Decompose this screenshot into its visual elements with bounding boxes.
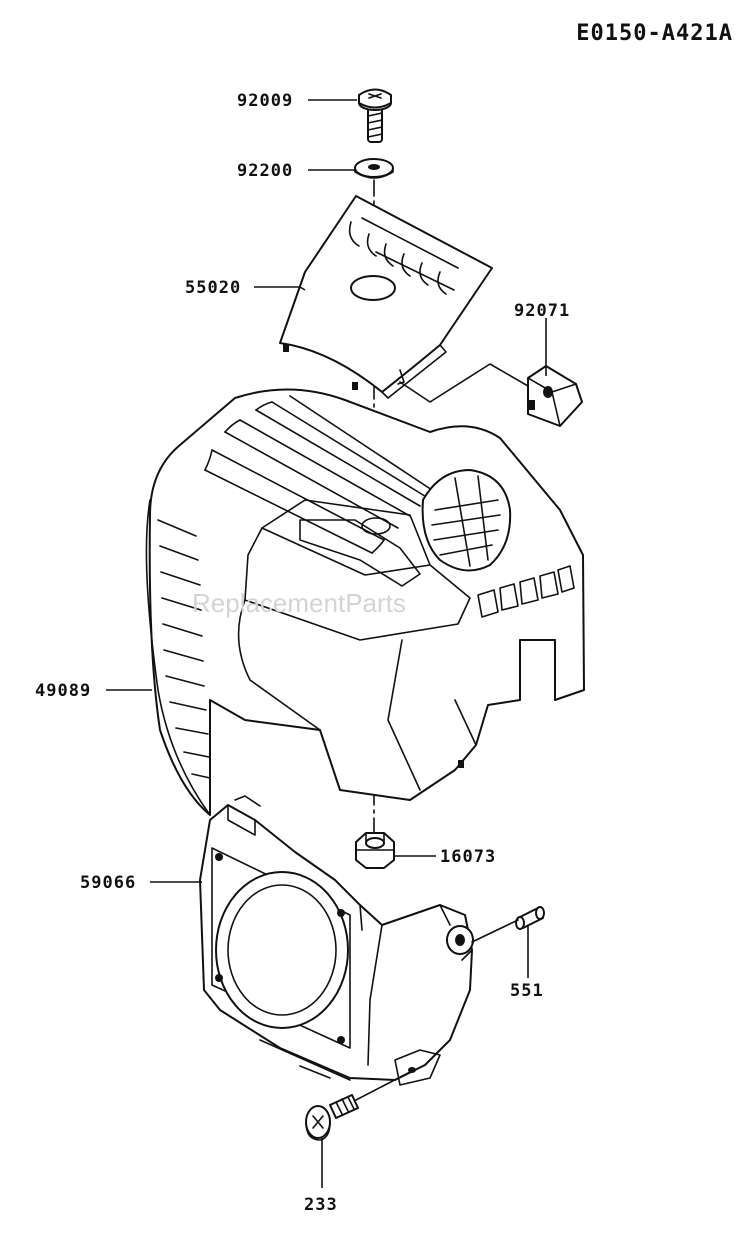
diagram-code: E0150-A421A [576,21,733,46]
pin-link-line [471,919,519,943]
part-label-92200[interactable]: 92200 [237,161,293,181]
part-label-55020[interactable]: 55020 [185,278,241,298]
clip-92071-drawing[interactable] [527,365,583,427]
part-label-59066[interactable]: 59066 [80,873,136,893]
bolt-233-drawing[interactable] [305,1094,359,1141]
clip-link-line [399,363,529,403]
bolt-92009-drawing[interactable] [358,88,392,143]
nut-16073-drawing[interactable] [355,832,395,869]
part-label-92009[interactable]: 92009 [237,91,293,111]
part-label-16073[interactable]: 16073 [440,847,496,867]
part-label-233[interactable]: 233 [304,1195,338,1215]
bolt-233-link-line [355,1071,411,1101]
pin-551-drawing[interactable] [515,906,545,930]
watermark: ReplacementParts [192,588,406,618]
fan-housing-59066-drawing[interactable] [199,795,474,1086]
top-cover-55020-drawing[interactable] [279,195,493,399]
part-label-49089[interactable]: 49089 [35,681,91,701]
part-label-551[interactable]: 551 [510,981,544,1001]
part-label-92071[interactable]: 92071 [514,301,570,321]
washer-92200-drawing[interactable] [354,158,394,179]
leader-55020 [254,286,306,291]
main-cover-49089-drawing[interactable] [145,388,585,816]
